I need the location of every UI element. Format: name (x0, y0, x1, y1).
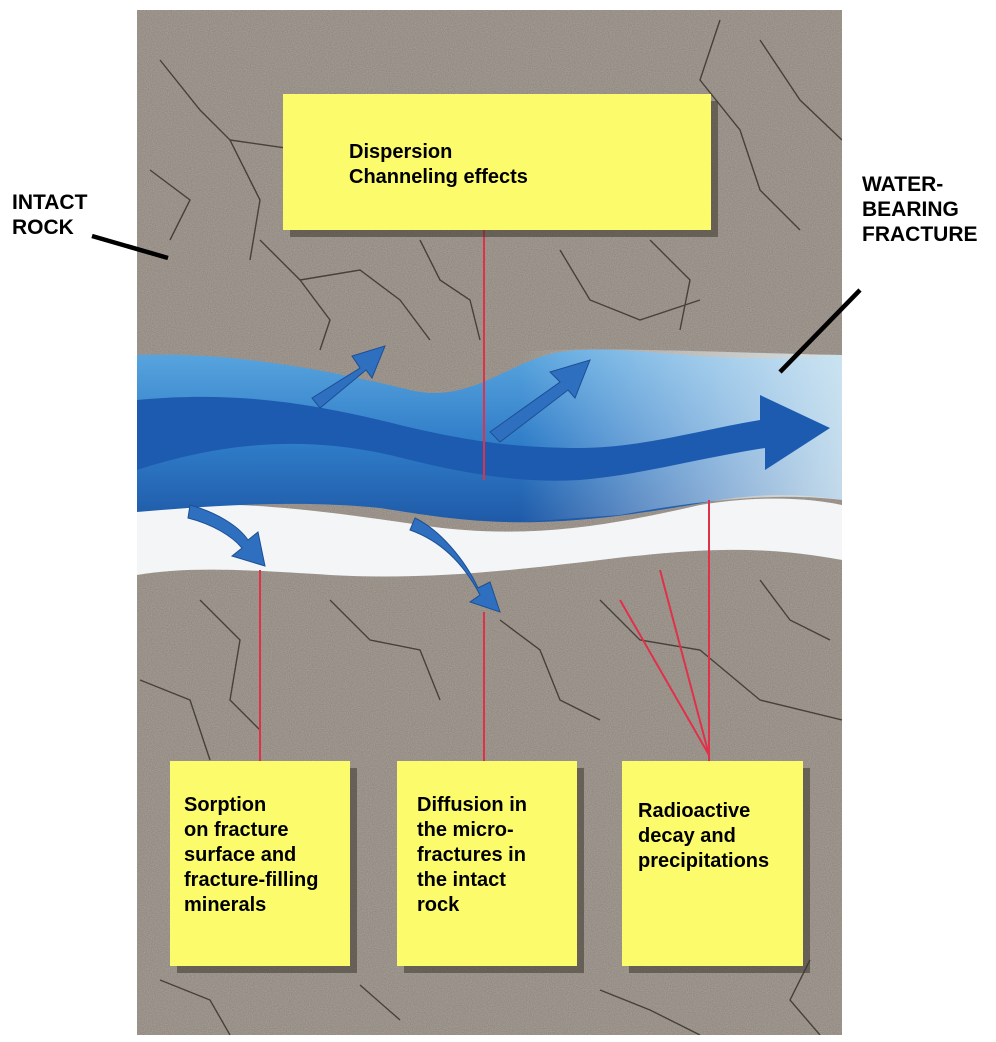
dispersion-callout: Dispersion Channeling effects (283, 94, 711, 230)
water-bearing-fracture-label: WATER- BEARING FRACTURE (862, 172, 978, 247)
intact-rock-label: INTACT ROCK (12, 190, 87, 240)
radioactive-decay-callout: Radioactive decay and precipitations (622, 761, 803, 966)
diffusion-callout: Diffusion in the micro- fractures in the… (397, 761, 577, 966)
sorption-callout: Sorption on fracture surface and fractur… (170, 761, 350, 966)
